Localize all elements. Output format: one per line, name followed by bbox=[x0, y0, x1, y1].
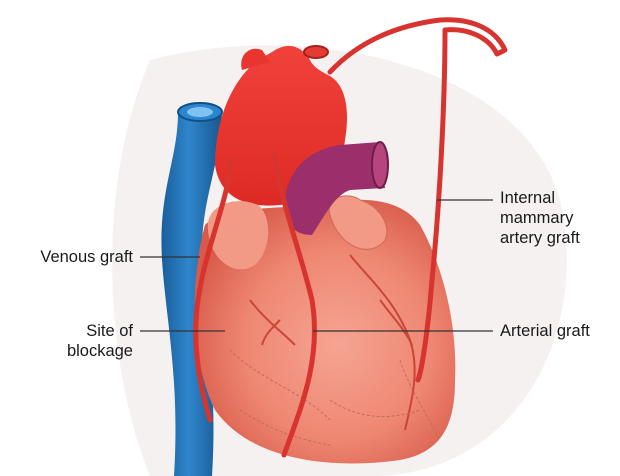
label-venous-graft: Venous graft bbox=[5, 247, 133, 267]
label-internal-mammary-artery-graft: Internal mammary artery graft bbox=[500, 188, 580, 248]
label-site-of-blockage: Site of blockage bbox=[5, 321, 133, 361]
label-arterial-graft: Arterial graft bbox=[500, 321, 590, 341]
